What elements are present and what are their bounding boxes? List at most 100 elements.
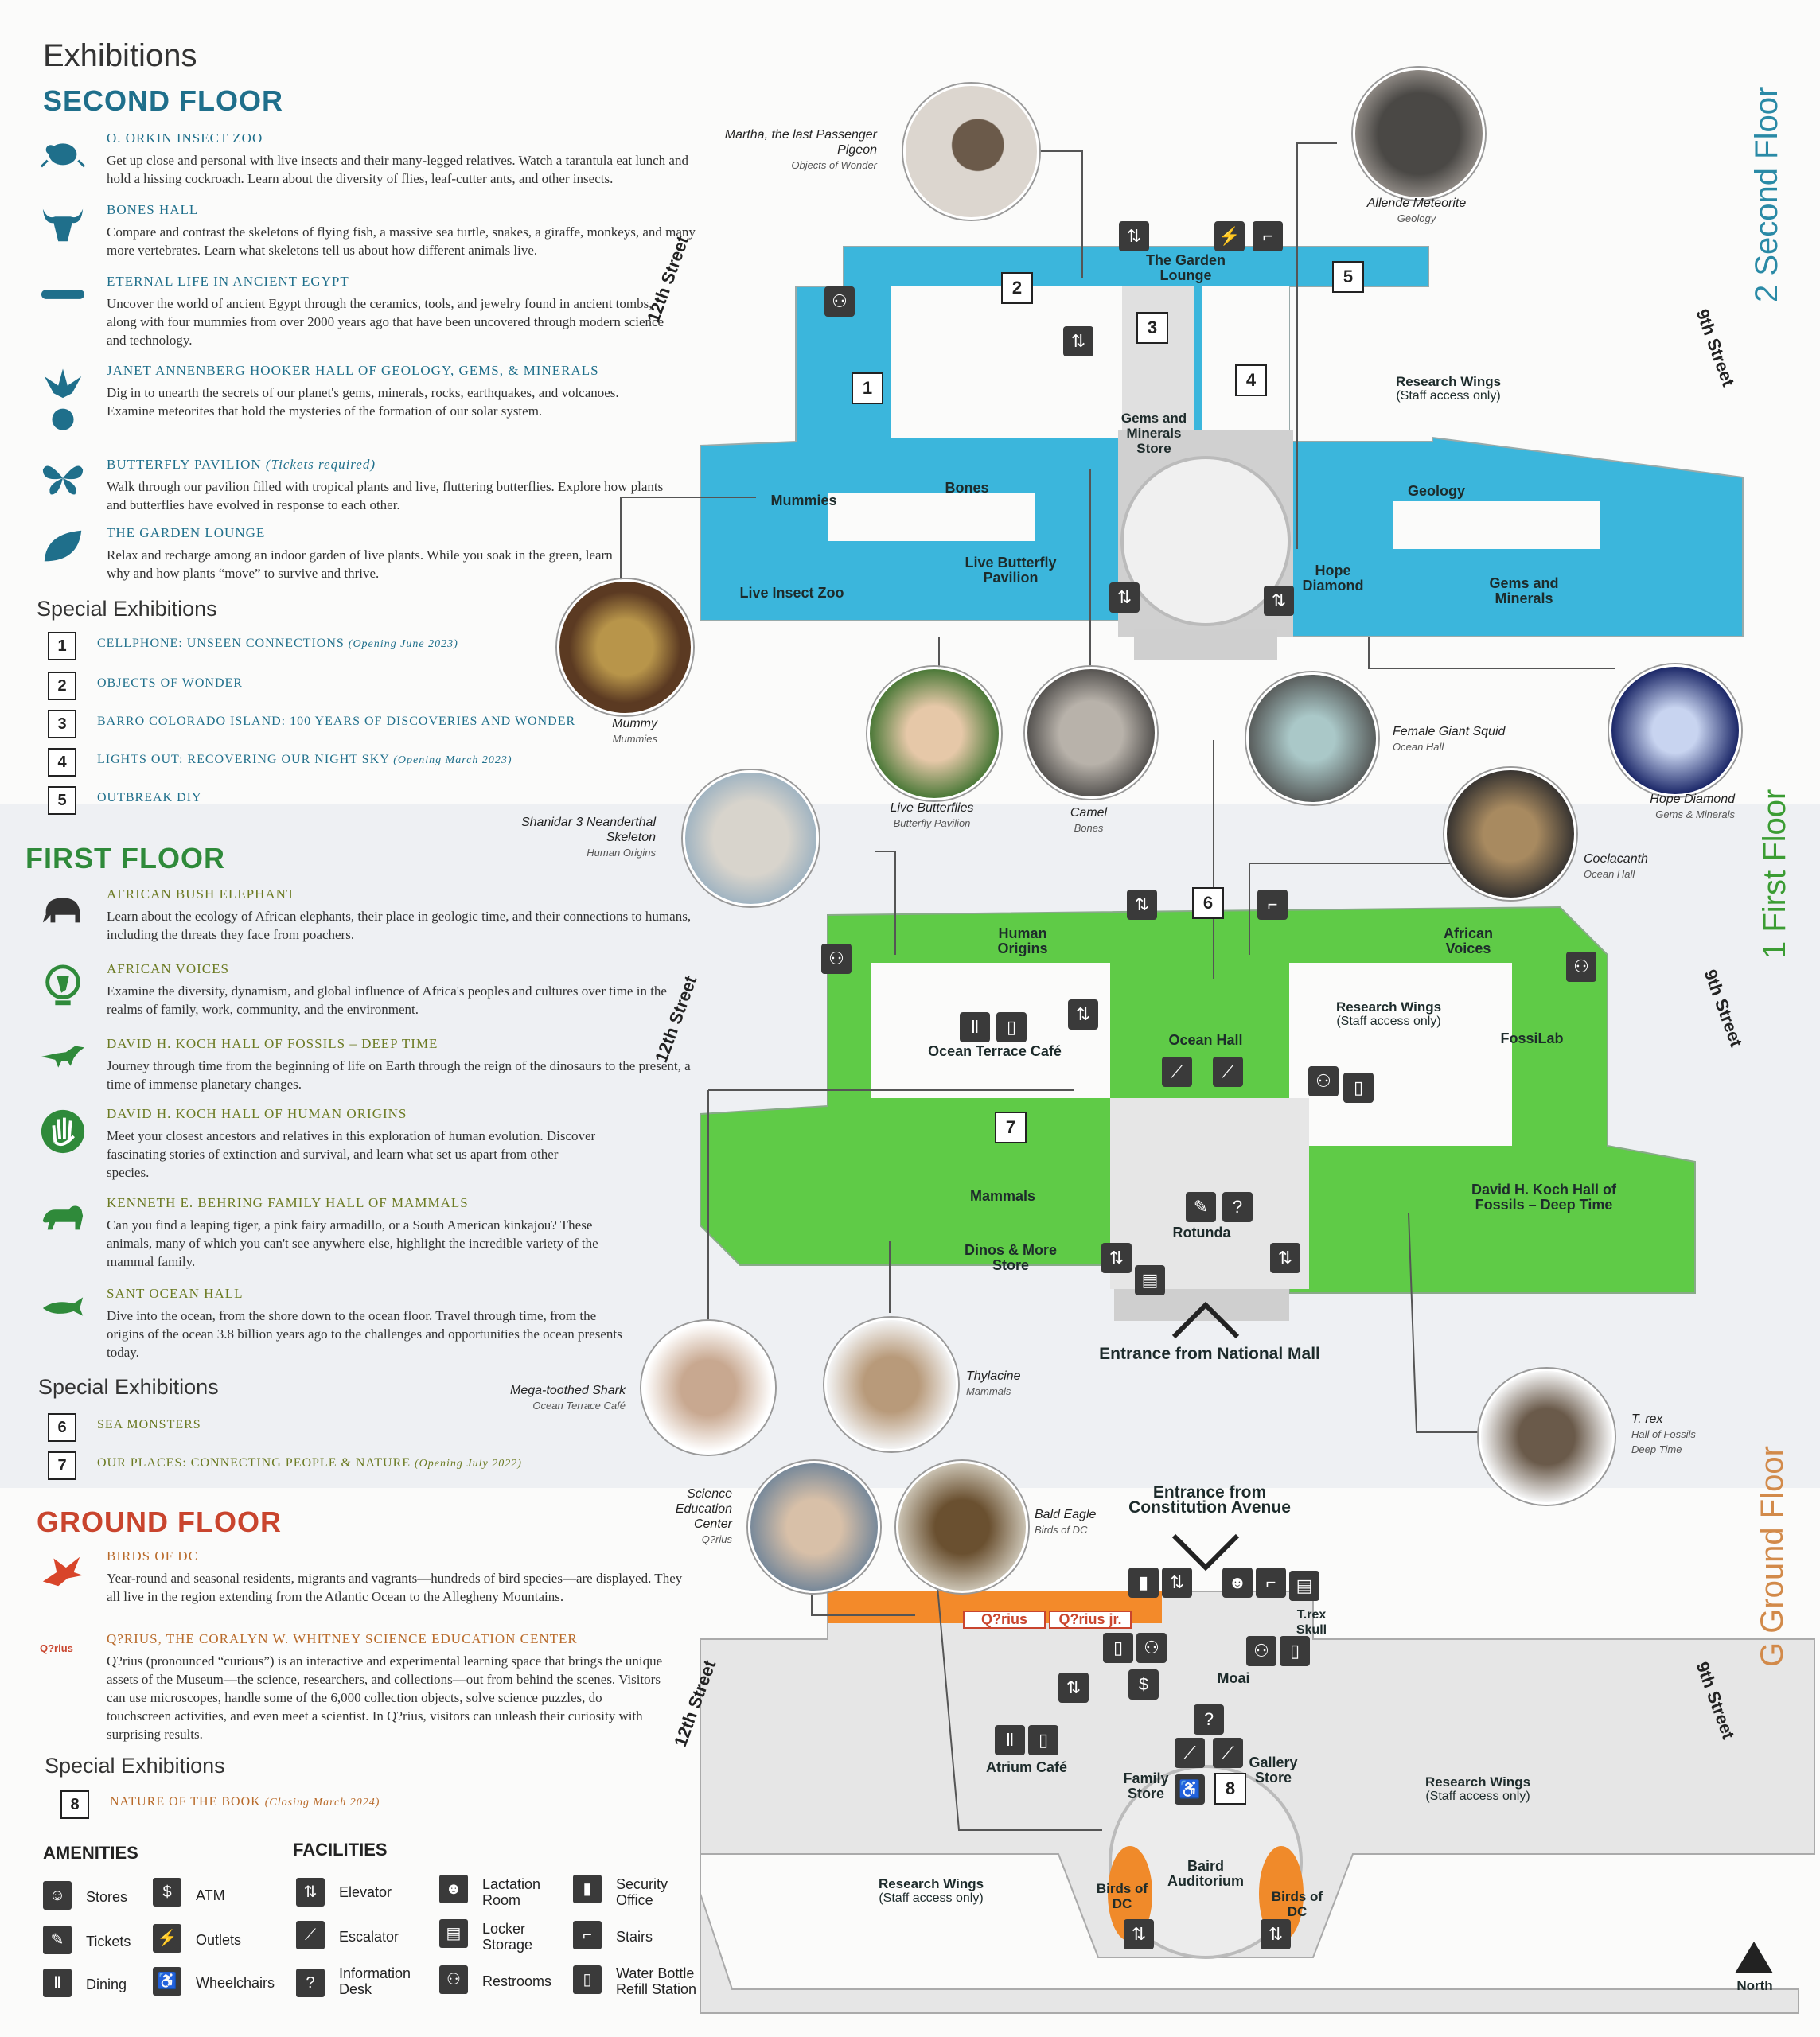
- restroom-icon[interactable]: ⚇: [1246, 1636, 1276, 1666]
- legend-label: Escalator: [339, 1929, 399, 1945]
- side-label-ground: G Ground Floor: [1755, 1446, 1790, 1667]
- elevator-icon[interactable]: ⇅: [1101, 1243, 1132, 1273]
- legend-label: Stairs: [616, 1929, 653, 1945]
- hall-label: Family Store: [1123, 1770, 1169, 1801]
- hall-label: Birds of DC: [1271, 1889, 1323, 1919]
- whale-icon: [42, 1297, 84, 1316]
- photo-giant-squid: [1246, 672, 1378, 804]
- legend-label: Tickets: [86, 1934, 131, 1949]
- escalator-icon[interactable]: ⟋: [1213, 1738, 1243, 1768]
- exhibit-name: BONES HALL: [107, 202, 199, 217]
- elevator-icon[interactable]: ⇅: [1063, 326, 1093, 356]
- escalator-icon[interactable]: ⟋: [1213, 1057, 1243, 1087]
- elevator-icon[interactable]: ⇅: [1127, 890, 1157, 920]
- photo-science-education-center: [748, 1461, 880, 1593]
- water-icon[interactable]: ▯: [1280, 1636, 1310, 1666]
- restroom-icon[interactable]: ⚇: [821, 944, 852, 974]
- exhibit-name: SANT OCEAN HALL: [107, 1286, 244, 1301]
- restroom-icon: ⚇: [439, 1965, 468, 1994]
- water-icon[interactable]: ▯: [1103, 1633, 1133, 1663]
- exhibit-desc: Get up close and personal with live inse…: [107, 153, 688, 186]
- hall-label: Gems and Minerals: [1489, 575, 1559, 606]
- ticket-icon: ✎: [43, 1926, 72, 1954]
- locker-icon[interactable]: ▤: [1135, 1265, 1165, 1295]
- atm-icon[interactable]: $: [1128, 1669, 1159, 1700]
- water-icon[interactable]: ▯: [1028, 1725, 1058, 1755]
- hall-label: African Voices: [1443, 925, 1493, 956]
- legend-label: Water Bottle Refill Station: [616, 1965, 697, 1997]
- elevator-icon[interactable]: ⇅: [1068, 999, 1098, 1030]
- page-title: Exhibitions: [43, 38, 197, 73]
- exhibit-marker[interactable]: 4: [1235, 364, 1267, 396]
- legend-label: Stores: [86, 1889, 128, 1905]
- photo-mega-toothed-shark: [641, 1321, 775, 1455]
- exhibit-marker[interactable]: 5: [1332, 261, 1364, 293]
- exhibit-number: 7: [48, 1451, 76, 1480]
- sarcophagus-icon: [41, 290, 85, 299]
- exhibit-marker[interactable]: 8: [1214, 1773, 1246, 1805]
- elevator-icon[interactable]: ⇅: [1264, 586, 1294, 616]
- hall-label: Ocean Hall: [1168, 1032, 1243, 1048]
- elevator-icon[interactable]: ⇅: [1270, 1243, 1300, 1273]
- restroom-icon[interactable]: ⚇: [824, 286, 855, 317]
- exhibit-desc: Year-round and seasonal residents, migra…: [107, 1571, 683, 1604]
- exhibit-marker[interactable]: 1: [852, 372, 883, 404]
- exhibit-marker[interactable]: 7: [995, 1112, 1027, 1143]
- exhibit-desc: Learn about the ecology of African eleph…: [107, 909, 692, 942]
- exhibit-name: BUTTERFLY PAVILION: [107, 457, 262, 472]
- elevator-icon[interactable]: ⇅: [1109, 582, 1140, 613]
- ticket-icon[interactable]: ✎: [1186, 1192, 1216, 1222]
- elevator-icon[interactable]: ⇅: [1058, 1673, 1089, 1703]
- exhibit-marker[interactable]: 2: [1001, 272, 1033, 304]
- exhibit-note: (Opening March 2023): [393, 754, 512, 766]
- hall-label: Dinos & More Store: [964, 1242, 1057, 1273]
- exhibit-desc: Journey through time from the beginning …: [107, 1058, 691, 1092]
- security-icon[interactable]: ▮: [1128, 1568, 1159, 1598]
- exhibit-number: 8: [60, 1790, 89, 1819]
- dining-icon[interactable]: Ⅱ: [960, 1012, 990, 1042]
- exhibit-name: JANET ANNENBERG HOOKER HALL OF GEOLOGY, …: [107, 363, 599, 378]
- info-icon[interactable]: ?: [1222, 1192, 1253, 1222]
- exhibit-marker[interactable]: 3: [1136, 312, 1168, 344]
- water-icon[interactable]: ▯: [1343, 1073, 1374, 1103]
- restroom-icon[interactable]: ⚇: [1566, 952, 1596, 982]
- restroom-icon[interactable]: ⚇: [1136, 1633, 1167, 1663]
- info-icon[interactable]: ?: [1194, 1704, 1224, 1735]
- stairs-icon[interactable]: ⌐: [1257, 890, 1288, 920]
- hall-label: Research Wings: [1335, 999, 1442, 1015]
- stairs-icon[interactable]: ⌐: [1253, 221, 1283, 251]
- outlet-icon[interactable]: ⚡: [1214, 221, 1245, 251]
- mineral-icon: [44, 368, 82, 430]
- elevator-icon[interactable]: ⇅: [1162, 1568, 1192, 1598]
- bird-icon: [42, 1556, 84, 1587]
- elevator-icon[interactable]: ⇅: [1124, 1919, 1154, 1949]
- restroom-icon[interactable]: ⚇: [1308, 1066, 1339, 1096]
- elevator-icon[interactable]: ⇅: [1119, 221, 1149, 251]
- security-icon: ▮: [573, 1875, 602, 1903]
- wheelchair-icon[interactable]: ♿: [1175, 1774, 1205, 1805]
- exhibit-number: 4: [48, 748, 76, 777]
- elevator-icon[interactable]: ⇅: [1261, 1919, 1291, 1949]
- lactation-icon[interactable]: ☻: [1222, 1568, 1253, 1598]
- escalator-icon[interactable]: ⟋: [1175, 1738, 1205, 1768]
- exhibit-desc: Can you find a leaping tiger, a pink fai…: [107, 1217, 598, 1269]
- stairs-icon[interactable]: ⌐: [1256, 1568, 1286, 1598]
- stairs-icon: ⌐: [573, 1921, 602, 1949]
- hall-label: Moai: [1217, 1670, 1250, 1686]
- special-exhibitions-heading: Special Exhibitions: [38, 1375, 219, 1399]
- exhibit-name: ETERNAL LIFE IN ANCIENT EGYPT: [107, 274, 349, 289]
- hall-label: Birds of DC: [1096, 1881, 1148, 1911]
- water-icon[interactable]: ▯: [996, 1012, 1027, 1042]
- photo-mummy: [557, 579, 693, 715]
- dining-icon[interactable]: Ⅱ: [995, 1725, 1025, 1755]
- first-floor-plan: [700, 906, 1696, 1321]
- exhibit-marker[interactable]: 6: [1192, 887, 1224, 919]
- outlet-icon: ⚡: [153, 1924, 181, 1953]
- exhibit-number: 3: [48, 710, 76, 738]
- escalator-icon[interactable]: ⟋: [1162, 1057, 1192, 1087]
- entrance-label: Entrance from National Mall: [1099, 1345, 1320, 1363]
- exhibit-name: OBJECTS OF WONDER: [97, 676, 243, 690]
- locker-icon[interactable]: ▤: [1289, 1571, 1319, 1601]
- butterfly-icon: [42, 465, 84, 495]
